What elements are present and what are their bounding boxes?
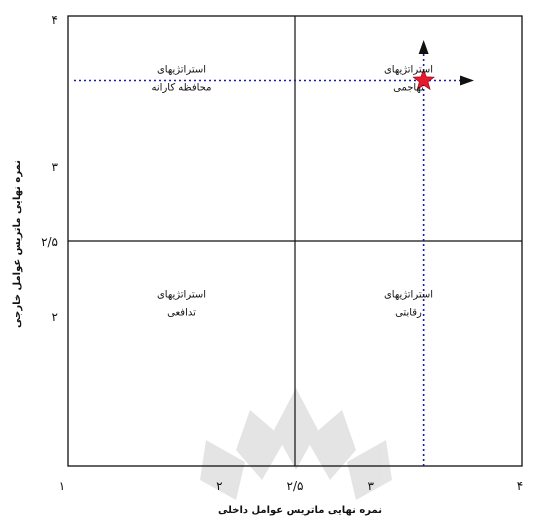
quadrant-label-line2: رقابتی bbox=[395, 308, 422, 319]
y-axis-title: نمره نهایی ماتریس عوامل خارجی bbox=[12, 160, 23, 328]
watermark-logo bbox=[200, 388, 392, 500]
y-tick-label: ۴ bbox=[52, 13, 58, 27]
quadrant-label-line1: استراتژیهای bbox=[384, 290, 433, 301]
y-tick-label: ۲/۵ bbox=[41, 235, 58, 249]
x-axis-title: نمره نهایی ماتریس عوامل داخلی bbox=[218, 505, 382, 516]
y-axis-ticks: ۲ ۲/۵ ۳ ۴ bbox=[41, 13, 58, 324]
x-tick-label: ۴ bbox=[517, 479, 523, 493]
quadrant-label-line2: تهاجمی bbox=[393, 83, 424, 94]
quadrant-label-line2: محافظه کارانه bbox=[152, 83, 212, 94]
quadrant-aggressive: استراتژیهای تهاجمی bbox=[384, 65, 433, 94]
x-tick-label: ۳ bbox=[367, 479, 374, 493]
x-tick-label: ۲/۵ bbox=[287, 479, 304, 493]
quadrant-label-line1: استراتژیهای bbox=[384, 65, 433, 76]
quadrant-label-line1: استراتژیهای bbox=[157, 65, 206, 76]
quadrant-defensive: استراتژیهای تدافعی bbox=[157, 290, 206, 319]
quadrant-label-line2: تدافعی bbox=[167, 308, 196, 319]
quadrant-competitive: استراتژیهای رقابتی bbox=[384, 290, 433, 319]
quadrant-label-line1: استراتژیهای bbox=[157, 290, 206, 301]
x-tick-label: ۲ bbox=[216, 479, 222, 493]
arrow-up-icon bbox=[418, 40, 429, 54]
x-axis-ticks: ۱ ۲ ۲/۵ ۳ ۴ bbox=[59, 479, 523, 493]
arrow-right-icon bbox=[460, 75, 474, 86]
y-tick-label: ۳ bbox=[52, 160, 59, 174]
x-tick-label: ۱ bbox=[59, 479, 65, 493]
position-point-star bbox=[412, 68, 435, 91]
quadrant-conservative: استراتژیهای محافظه کارانه bbox=[152, 65, 212, 94]
y-tick-label: ۲ bbox=[52, 310, 58, 324]
